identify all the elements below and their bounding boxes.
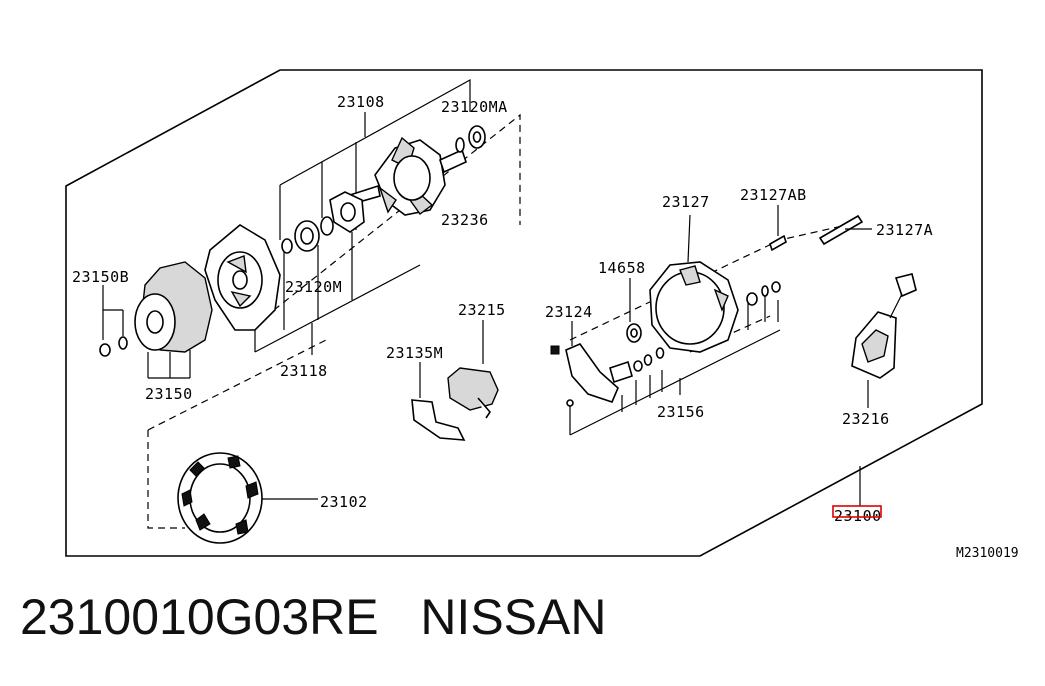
label-23127: 23127	[662, 193, 710, 211]
retainer-hole	[340, 202, 356, 222]
label-23120M: 23120M	[285, 278, 342, 296]
bracket-23108	[279, 78, 471, 186]
label-23135M: 23135M	[386, 344, 443, 362]
label-23127A: 23127A	[876, 221, 933, 239]
regulator-23216[interactable]	[851, 273, 917, 379]
highlight-box-23100	[832, 505, 882, 518]
brush-holder-23215[interactable]	[447, 367, 499, 419]
label-23150B: 23150B	[72, 268, 129, 286]
label-23118: 23118	[280, 362, 328, 380]
assembly-frame	[65, 69, 983, 557]
brand-name: NISSAN	[420, 589, 607, 645]
washers-23156[interactable]	[633, 281, 781, 372]
bracket-23150	[147, 350, 191, 379]
label-23108: 23108	[337, 93, 385, 111]
bolt-23127A[interactable]	[818, 214, 864, 246]
label-23215: 23215	[458, 301, 506, 319]
label-23236: 23236	[441, 211, 489, 229]
stator-23102[interactable]	[177, 452, 263, 544]
pulley-fan-23150[interactable]	[134, 261, 213, 353]
label-23120MA: 23120MA	[441, 98, 508, 116]
bracket-stator-dashed	[147, 337, 331, 529]
leader-23150B	[102, 285, 124, 340]
label-23100[interactable]: 23100	[834, 507, 882, 525]
bearing-23120MA[interactable]	[455, 125, 486, 153]
nut-washer-23150B[interactable]	[99, 336, 128, 357]
diagram-code: M2310019	[956, 546, 1019, 561]
part-number: 2310010G03RE	[20, 589, 379, 645]
bracket-23118	[254, 232, 421, 355]
bolt-23127AB[interactable]	[769, 234, 787, 252]
bracket-23156	[569, 292, 781, 436]
label-14658: 14658	[598, 259, 646, 277]
bracket-23118-dashed	[254, 113, 521, 326]
label-23156: 23156	[657, 403, 705, 421]
leader-23127	[687, 214, 691, 263]
label-23102: 23102	[320, 493, 368, 511]
bracket-23108-lines	[279, 112, 366, 240]
rear-housing-23127[interactable]	[649, 261, 739, 353]
label-23124: 23124	[545, 303, 593, 321]
caption-spacer	[379, 589, 421, 645]
rectifier-23124[interactable]	[550, 343, 633, 407]
rotor-part[interactable]	[349, 136, 467, 216]
brush-23135M[interactable]	[411, 399, 466, 441]
front-housing[interactable]	[204, 224, 281, 331]
bearing-14658[interactable]	[626, 323, 642, 343]
label-23216: 23216	[842, 410, 890, 428]
label-23150: 23150	[145, 385, 193, 403]
label-23127AB: 23127AB	[740, 186, 807, 204]
bearing-23120M[interactable]	[281, 216, 334, 254]
part-caption: 2310010G03RE NISSAN	[20, 592, 606, 642]
